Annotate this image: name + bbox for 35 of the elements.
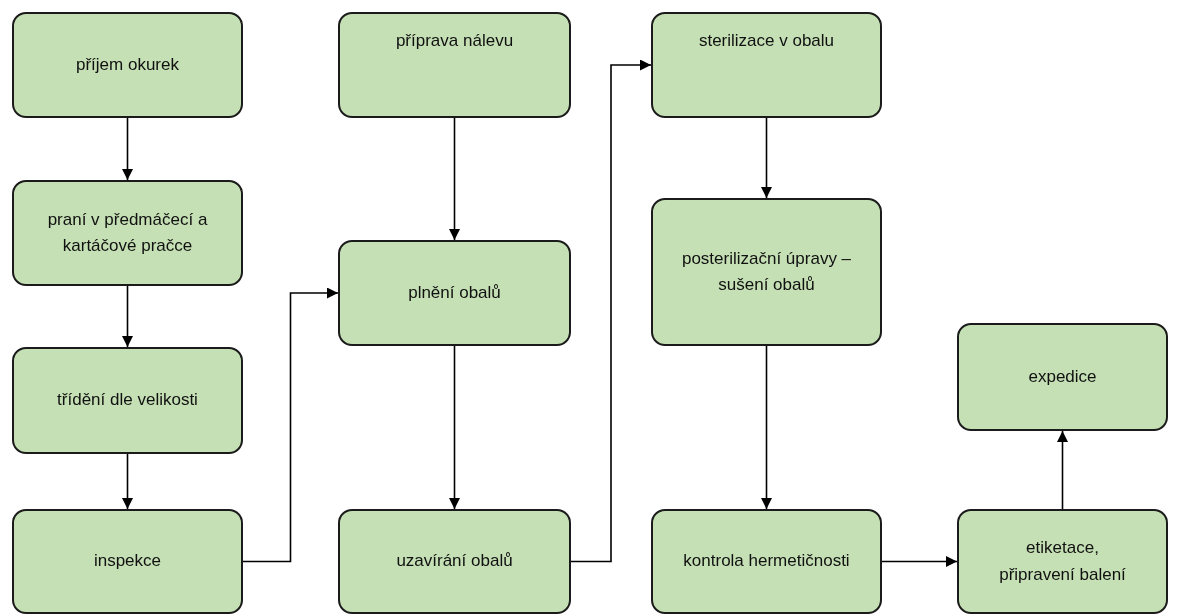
process-box <box>651 12 882 118</box>
process-box <box>651 198 882 346</box>
process-label: etiketace, připravení balení <box>998 537 1127 586</box>
process-box <box>651 509 882 614</box>
arrow <box>570 59 652 563</box>
process-label: praní v předmáčecí a kartáčové pračce <box>46 208 209 257</box>
arrow <box>761 345 772 510</box>
process-label: uzavírání obalů <box>396 550 513 573</box>
process-label: sterilizace v obalu <box>698 30 835 52</box>
process-box <box>957 323 1168 431</box>
process-label: expedice <box>1028 365 1097 388</box>
process-box <box>338 12 571 118</box>
process-box <box>338 509 571 614</box>
process-box <box>957 509 1168 614</box>
process-box <box>12 509 243 614</box>
arrow <box>122 453 133 510</box>
arrow <box>242 287 339 563</box>
process-box <box>12 347 243 454</box>
process-label: posterilizační úpravy – sušení obalů <box>680 247 853 296</box>
arrow <box>122 285 133 348</box>
arrow <box>449 117 460 241</box>
process-label: inspekce <box>93 550 162 573</box>
process-box <box>12 12 243 118</box>
process-box <box>338 240 571 346</box>
arrow <box>761 117 772 199</box>
process-label: plnění obalů <box>408 281 501 304</box>
arrow <box>122 117 133 181</box>
process-label: třídění dle velikosti <box>57 389 198 412</box>
process-label: příjem okurek <box>76 53 179 76</box>
process-label: kontrola hermetičnosti <box>683 550 850 573</box>
process-box <box>12 180 243 286</box>
arrow <box>881 556 958 567</box>
arrow <box>449 345 460 510</box>
process-label: příprava nálevu <box>395 30 514 52</box>
arrow <box>1057 430 1068 510</box>
